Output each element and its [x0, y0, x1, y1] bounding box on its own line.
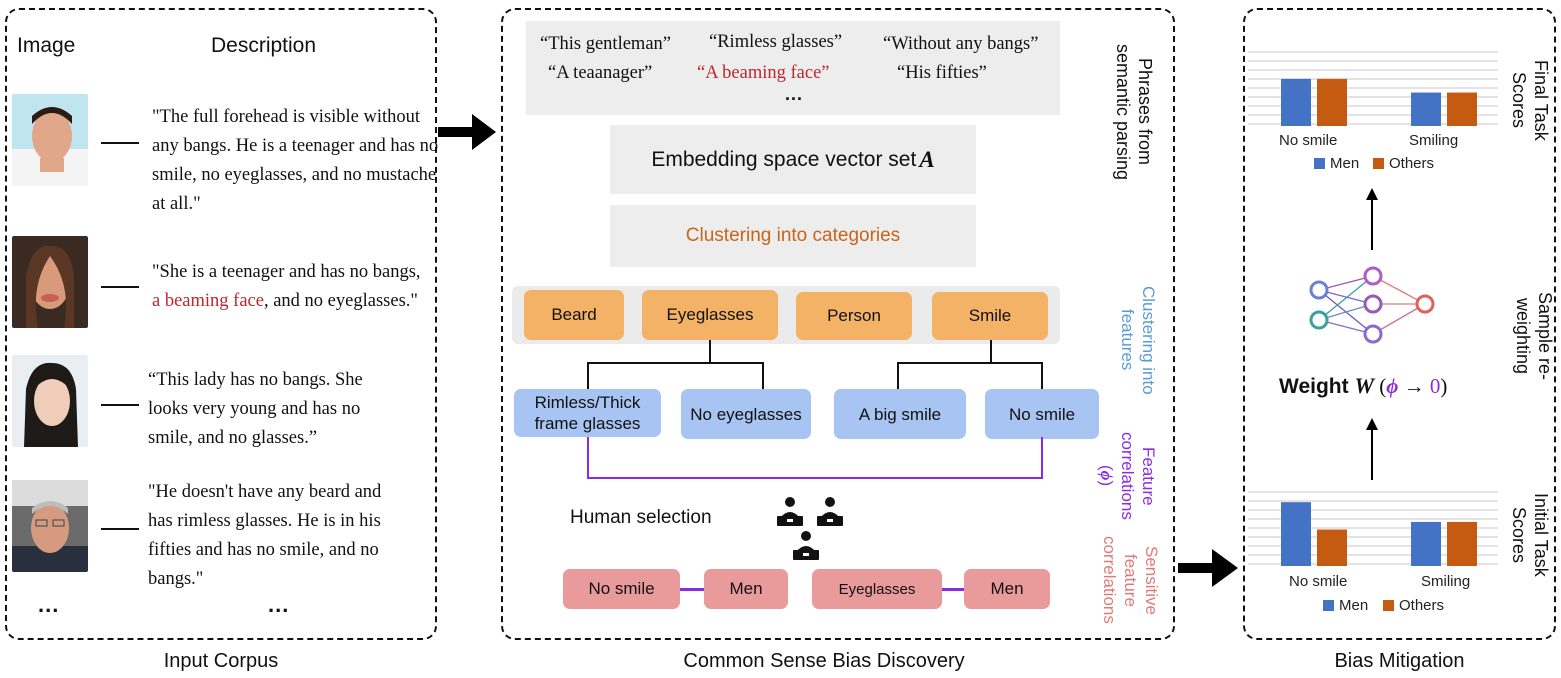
label-clustering-features: Clustering into features — [1118, 285, 1158, 395]
label-feature-correlations: Feature correlations (ϕ) — [1097, 432, 1158, 520]
initial-bar-men-no-smile — [1281, 502, 1311, 566]
final-legend-others-swatch — [1373, 158, 1384, 169]
clustering-box: Clustering into categories — [610, 205, 976, 267]
final-bar-men-no-smile — [1281, 78, 1311, 126]
sensitive-eyeglasses: Eyeglasses — [812, 569, 942, 609]
face-image-3 — [12, 355, 88, 447]
initial-legend-others: Others — [1399, 597, 1445, 614]
highlight-beaming-face: a beaming face — [152, 291, 264, 311]
description-3: “This lady has no bangs. She looks very … — [148, 370, 363, 448]
feature-correlation-link — [587, 437, 1043, 479]
sensitive-link-2 — [942, 588, 964, 591]
final-bar-others-no-smile — [1317, 78, 1347, 126]
tree-line — [897, 362, 899, 390]
initial-legend-men: Men — [1339, 597, 1369, 614]
tree-line — [709, 340, 711, 363]
connector-dash-3 — [101, 404, 139, 406]
sensitive-men-1: Men — [704, 569, 788, 609]
embedding-symbol: A — [919, 146, 935, 172]
description-4: "He doesn't have any beard and has rimle… — [148, 482, 382, 589]
face-image-1 — [12, 94, 88, 186]
weight-label: Weight W (ϕ → 0) — [1279, 373, 1448, 398]
ellipsis-descriptions: ... — [268, 592, 290, 617]
category-person: Person — [796, 292, 912, 340]
final-legend-men: Men — [1330, 155, 1360, 172]
initial-legend-men-swatch — [1323, 600, 1334, 611]
final-cat-no-smile: No smile — [1279, 132, 1338, 149]
phrase-a-teaanager: “A teaanager” — [548, 63, 653, 83]
label-sensitive-correlations: Sensitive feature correlations — [1100, 536, 1161, 624]
final-task-scores-chart — [1248, 51, 1498, 126]
initial-bar-men-smiling — [1411, 521, 1441, 566]
tree-line — [1041, 362, 1043, 390]
label-initial-task-scores: Initial Task Scores — [1509, 493, 1551, 577]
initial-cat-smiling: Smiling — [1421, 573, 1471, 590]
final-legend-men-swatch — [1314, 158, 1325, 169]
category-beard: Beard — [524, 290, 624, 340]
connector-dash-1 — [101, 142, 139, 144]
phrase-without-any-bangs: “Without any bangs” — [883, 34, 1039, 54]
label-final-task-scores: Final Task Scores — [1509, 59, 1551, 141]
discovery-panel — [501, 8, 1175, 640]
initial-legend-others-swatch — [1383, 600, 1394, 611]
category-eyeglasses: Eyeglasses — [642, 290, 778, 340]
feature-no-smile: No smile — [985, 389, 1099, 439]
category-smile: Smile — [932, 292, 1048, 340]
face-image-4 — [12, 480, 88, 572]
human-selection-label: Human selection — [570, 507, 712, 528]
arrow-right-icon — [1178, 549, 1238, 587]
tree-line — [990, 340, 992, 363]
initial-cat-no-smile: No smile — [1289, 573, 1348, 590]
description-header: Description — [211, 34, 317, 57]
sensitive-link-1 — [680, 588, 704, 591]
embedding-box: Embedding space vector set A — [610, 125, 976, 194]
feature-no-eyeglasses: No eyeglasses — [681, 389, 811, 439]
description-1: "The full forehead is visible without an… — [152, 107, 439, 214]
arrow-up-icon — [1366, 188, 1378, 250]
face-image-2 — [12, 236, 88, 328]
final-legend-others: Others — [1389, 155, 1435, 172]
arrow-up-icon — [1366, 418, 1378, 480]
tree-line — [897, 362, 1043, 364]
initial-task-scores-chart — [1248, 491, 1498, 566]
input-corpus-caption: Input Corpus — [163, 650, 279, 672]
phrases-ellipsis: ... — [785, 84, 804, 104]
final-cat-smiling: Smiling — [1409, 132, 1459, 149]
tree-line — [587, 362, 589, 390]
final-bar-others-smiling — [1447, 92, 1477, 126]
description-2: "She is a teenager and has no bangs, a b… — [152, 262, 421, 311]
sensitive-no-smile: No smile — [563, 569, 680, 609]
feature-big-smile: A big smile — [834, 389, 966, 439]
sensitive-men-2: Men — [964, 569, 1050, 609]
initial-bar-others-smiling — [1447, 521, 1477, 566]
discovery-caption: Common Sense Bias Discovery — [683, 650, 965, 672]
phrase-his-fifties: “His fifties” — [897, 63, 987, 83]
input-corpus-panel — [5, 8, 437, 640]
initial-bar-others-no-smile — [1317, 529, 1347, 566]
mitigation-caption: Bias Mitigation — [1334, 650, 1465, 672]
label-phrases-semantic: Phrases from semantic parsing — [1113, 43, 1155, 181]
phrase-this-gentleman: “This gentleman” — [540, 34, 671, 54]
image-header: Image — [17, 34, 76, 57]
tree-line — [587, 362, 764, 364]
phrase-a-beaming-face: “A beaming face” — [697, 63, 830, 83]
ellipsis-images: ... — [38, 592, 60, 617]
people-at-computers-icon — [777, 497, 843, 560]
tree-line — [762, 362, 764, 390]
phrases-box — [526, 21, 1060, 115]
arrow-right-icon — [438, 114, 496, 150]
connector-dash-4 — [101, 528, 139, 530]
final-bar-men-smiling — [1411, 92, 1441, 126]
phrase-rimless-glasses: “Rimless glasses” — [709, 32, 843, 52]
neural-network-icon — [1309, 266, 1435, 344]
connector-dash-2 — [101, 286, 139, 288]
mitigation-panel — [1243, 8, 1556, 640]
label-sample-reweighting: Sample re-weighting — [1513, 291, 1555, 381]
feature-rimless-thick: Rimless/Thick frame glasses — [514, 389, 661, 437]
